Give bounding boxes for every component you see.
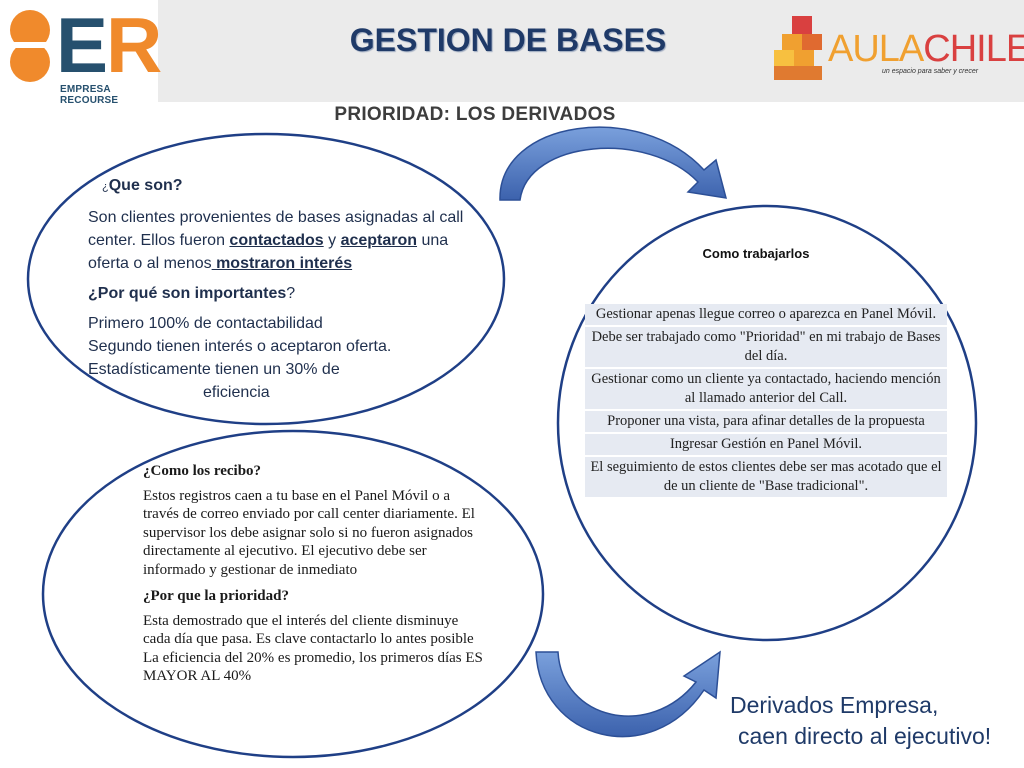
answer-que-son: Son clientes provenientes de bases asign… bbox=[88, 209, 464, 272]
question-que-son: ¿Que son? bbox=[102, 177, 183, 194]
question-por-que-importantes: ¿Por qué son importantes? bbox=[88, 285, 296, 302]
circle-como-trabajarlos bbox=[556, 204, 978, 642]
logo-letters: ER bbox=[56, 1, 162, 89]
empresa-recourse-logo: ER EMPRESA RECOURSE bbox=[0, 0, 162, 106]
aulachile-tagline: un espacio para saber y crecer bbox=[882, 68, 979, 75]
ellipse-como-recibo bbox=[41, 429, 545, 759]
step-item: Gestionar apenas llegue correo o aparezc… bbox=[585, 304, 947, 327]
curved-arrow-bottom-icon bbox=[535, 650, 721, 738]
como-recibo-block: ¿Como los recibo? Estos registros caen a… bbox=[143, 462, 483, 686]
page-title: GESTION DE BASES bbox=[349, 22, 667, 58]
aulachile-wordmark: AULACHILE bbox=[828, 28, 1024, 70]
header-band bbox=[0, 0, 1024, 102]
page-subtitle: PRIORIDAD: LOS DERIVADOS bbox=[334, 104, 616, 125]
step-item: Gestionar como un cliente ya contactado,… bbox=[585, 369, 947, 411]
como-trabajarlos-title: Como trabajarlos bbox=[702, 246, 810, 261]
answer-por-que-prioridad: Esta demostrado que el interés del clien… bbox=[143, 612, 483, 685]
step-item: El seguimiento de estos clientes debe se… bbox=[585, 457, 947, 499]
link-mostraron-interes: mostraron interés bbox=[211, 255, 353, 272]
question-por-que-prioridad: ¿Por que la prioridad? bbox=[143, 588, 289, 604]
question-como-recibo: ¿Como los recibo? bbox=[143, 463, 262, 479]
steps-table: Gestionar apenas llegue correo o aparezc… bbox=[585, 304, 947, 499]
answer-por-que-importantes: Primero 100% de contactabilidad Segundo … bbox=[88, 315, 392, 401]
footer-note: Derivados Empresa, caen directo al ejecu… bbox=[730, 690, 1024, 752]
que-son-block: ¿Que son? Son clientes provenientes de b… bbox=[88, 174, 488, 411]
footer-line-2: caen directo al ejecutivo! bbox=[738, 723, 992, 749]
logo-circle-icon bbox=[8, 10, 52, 82]
link-contactados: contactados bbox=[229, 232, 324, 249]
footer-line-1: Derivados Empresa, bbox=[730, 692, 939, 718]
step-item: Ingresar Gestión en Panel Móvil. bbox=[585, 434, 947, 457]
ellipse-que-son bbox=[26, 132, 506, 426]
logo-caption: EMPRESA RECOURSE bbox=[60, 84, 119, 106]
answer-como-recibo: Estos registros caen a tu base en el Pan… bbox=[143, 487, 475, 578]
link-aceptaron: aceptaron bbox=[340, 232, 418, 249]
curved-arrow-top-icon bbox=[499, 126, 728, 201]
aulachile-logo: AULACHILE un espacio para saber y crecer bbox=[772, 10, 1024, 90]
step-item: Proponer una vista, para afinar detalles… bbox=[585, 411, 947, 434]
step-item: Debe ser trabajado como "Prioridad" en m… bbox=[585, 327, 947, 369]
stairs-icon bbox=[774, 16, 822, 80]
